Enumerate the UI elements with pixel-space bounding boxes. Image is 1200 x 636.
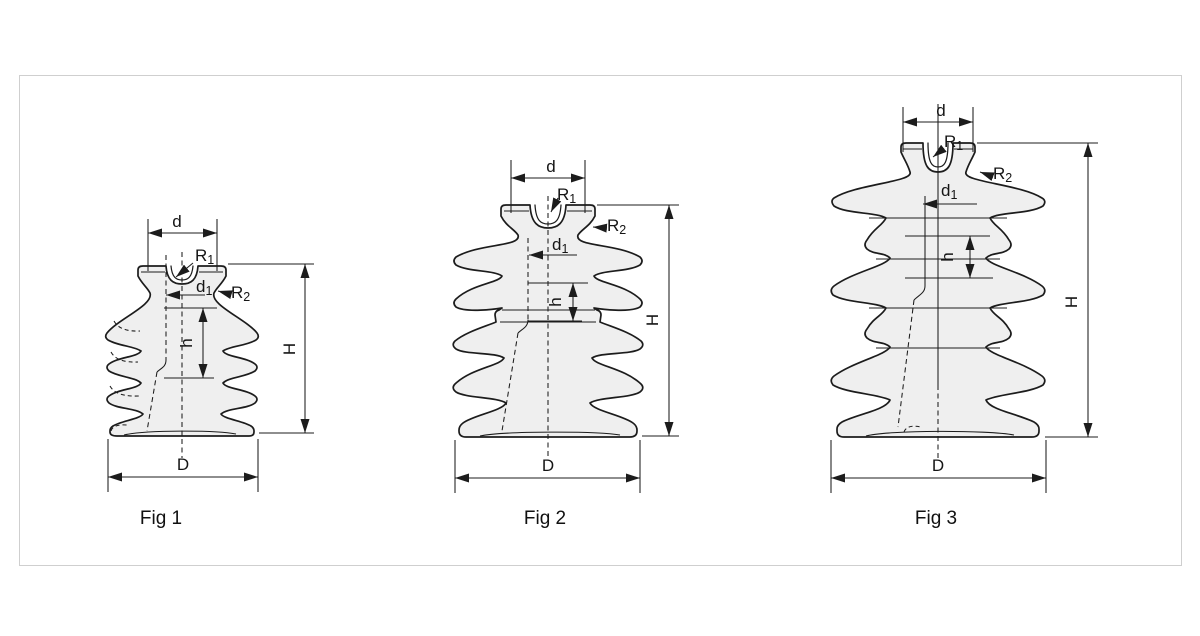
- fig3-label-d1: d1: [941, 181, 957, 202]
- fig1-label-D: D: [177, 455, 189, 474]
- fig3-caption: Fig 3: [915, 508, 957, 529]
- fig2-label-h: h: [546, 297, 565, 306]
- fig3-r1-leader: [932, 144, 947, 158]
- fig1-label-d: d: [172, 212, 181, 231]
- fig1-label-H: H: [280, 343, 299, 355]
- fig3-H-extension-lines: [977, 142, 1098, 438]
- fig1-pin-taper-line: [146, 371, 158, 432]
- fig3-label-H: H: [1062, 296, 1081, 308]
- fig3-label-r2: R2: [993, 164, 1012, 185]
- fig2-D-extension-lines: [454, 440, 641, 493]
- fig2-r2-leader: [592, 223, 608, 233]
- fig1-pin-hole-curve: [156, 359, 167, 373]
- fig3-h-reference-bars: [905, 235, 993, 279]
- fig3-r2-leader: [979, 171, 995, 182]
- fig1-label-r1: R1: [195, 246, 214, 267]
- fig1-h-reference-bars: [164, 307, 217, 379]
- fig1-label-d1: d1: [196, 277, 212, 298]
- fig2-label-D: D: [542, 456, 554, 475]
- fig2-base-rim-arc: [479, 431, 621, 437]
- fig3-label-h: h: [938, 252, 957, 261]
- fig1-r1-leader: [175, 262, 194, 278]
- fig3-pin-hole-curve: [913, 285, 926, 301]
- fig1-insulator-body: [104, 265, 260, 437]
- fig2-label-d: d: [546, 157, 555, 176]
- fig3-hidden-base-arc: [903, 425, 922, 433]
- fig3-label-D: D: [932, 456, 944, 475]
- fig2-H-extension-lines: [597, 204, 679, 437]
- fig3-D-extension-lines: [830, 440, 1047, 493]
- fig1-base-rim-arc: [123, 430, 237, 436]
- fig1-r2-leader: [217, 290, 233, 300]
- fig2-pin-hole-curve: [517, 319, 529, 334]
- fig1-caption: Fig 1: [140, 508, 182, 529]
- fig2-label-r2: R2: [607, 216, 626, 237]
- fig2-r1-leader: [550, 197, 562, 213]
- fig3-pin-taper-line: [897, 299, 915, 428]
- fig2-d-extension-lines: [510, 160, 586, 213]
- fig1-label-r2: R2: [231, 283, 250, 304]
- fig3-label-r1: R1: [944, 132, 963, 153]
- fig2-label-r1: R1: [557, 185, 576, 206]
- fig2-label-H: H: [643, 314, 662, 326]
- fig1-d-extension-lines: [147, 219, 218, 271]
- fig3-d-extension-lines: [902, 107, 974, 152]
- fig3-drawing: d R1 R2 d1 h H D Fig 3: [830, 101, 1098, 529]
- fig2-caption: Fig 2: [524, 508, 566, 529]
- fig2-label-d1: d1: [552, 235, 568, 256]
- fig1-label-h: h: [177, 338, 196, 347]
- fig2-drawing: d R1 R2 d1 h H D Fig 2: [452, 157, 679, 529]
- fig1-drawing: d R1 R2 d1 h H D Fig 1: [104, 212, 314, 529]
- fig3-label-d: d: [936, 101, 945, 120]
- fig1-D-extension-lines: [107, 439, 259, 492]
